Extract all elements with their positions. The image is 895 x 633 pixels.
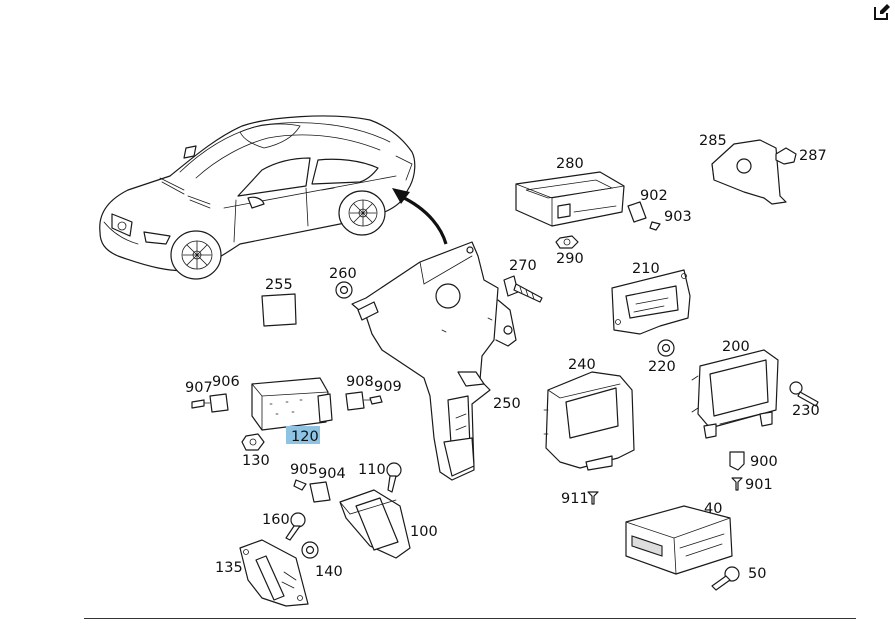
bottom-divider: [84, 618, 856, 619]
part-270[interactable]: [503, 275, 543, 303]
part-140[interactable]: [301, 541, 319, 559]
label-200[interactable]: 200: [722, 339, 750, 355]
part-911[interactable]: [587, 491, 599, 505]
label-160[interactable]: 160: [262, 512, 290, 528]
location-arrow: [392, 188, 448, 245]
label-290[interactable]: 290: [556, 251, 584, 267]
part-909[interactable]: [363, 395, 383, 405]
part-280[interactable]: [515, 171, 625, 227]
part-240[interactable]: [543, 371, 635, 471]
label-130[interactable]: 130: [242, 453, 270, 469]
label-906[interactable]: 906: [212, 374, 240, 390]
part-906[interactable]: [209, 393, 229, 413]
label-120[interactable]: 120: [291, 429, 319, 445]
part-900[interactable]: [729, 451, 745, 471]
part-230[interactable]: [789, 381, 819, 407]
part-labels: 255 260 270 280 285 287 902 903 290 210 …: [185, 133, 827, 582]
label-135[interactable]: 135: [215, 560, 243, 576]
label-110[interactable]: 110: [358, 462, 386, 478]
part-110[interactable]: [386, 462, 402, 493]
label-210[interactable]: 210: [632, 261, 660, 277]
label-907[interactable]: 907: [185, 380, 213, 396]
label-250[interactable]: 250: [493, 396, 521, 412]
part-210[interactable]: [611, 269, 691, 335]
label-140[interactable]: 140: [315, 564, 343, 580]
highlight-box: [286, 426, 320, 444]
label-270[interactable]: 270: [509, 258, 537, 274]
label-901[interactable]: 901: [745, 477, 773, 493]
label-230[interactable]: 230: [792, 403, 820, 419]
label-240[interactable]: 240: [568, 357, 596, 373]
label-220[interactable]: 220: [648, 359, 676, 375]
label-50[interactable]: 50: [748, 566, 766, 582]
part-907[interactable]: [191, 399, 211, 409]
part-903[interactable]: [649, 221, 661, 231]
part-250[interactable]: [351, 241, 517, 481]
label-287[interactable]: 287: [799, 148, 827, 164]
part-100[interactable]: [339, 489, 411, 559]
label-900[interactable]: 900: [750, 454, 778, 470]
label-905[interactable]: 905: [290, 462, 318, 478]
part-287[interactable]: [775, 147, 797, 165]
part-290[interactable]: [555, 235, 579, 249]
label-909[interactable]: 909: [374, 379, 402, 395]
part-285[interactable]: [711, 139, 787, 205]
label-904[interactable]: 904: [318, 466, 346, 482]
part-902[interactable]: [627, 201, 647, 223]
part-220[interactable]: [657, 339, 675, 357]
part-200[interactable]: [691, 349, 779, 439]
label-260[interactable]: 260: [329, 266, 357, 282]
part-255[interactable]: [261, 293, 297, 327]
part-905[interactable]: [293, 479, 307, 491]
label-911[interactable]: 911: [561, 491, 589, 507]
label-903[interactable]: 903: [664, 209, 692, 225]
part-40[interactable]: [625, 505, 733, 575]
part-130[interactable]: [241, 433, 265, 451]
label-255[interactable]: 255: [265, 277, 293, 293]
label-902[interactable]: 902: [640, 188, 668, 204]
vehicle-illustration: [99, 115, 416, 280]
part-135[interactable]: [239, 539, 309, 607]
part-120[interactable]: [251, 377, 333, 431]
label-285[interactable]: 285: [699, 133, 727, 149]
part-908[interactable]: [345, 391, 365, 411]
label-908[interactable]: 908: [346, 374, 374, 390]
part-901[interactable]: [731, 477, 743, 491]
part-260[interactable]: [335, 281, 353, 299]
edit-icon: [874, 4, 890, 20]
part-50[interactable]: [711, 566, 740, 591]
label-280[interactable]: 280: [556, 156, 584, 172]
part-160[interactable]: [285, 512, 306, 541]
part-904[interactable]: [309, 481, 331, 503]
label-40[interactable]: 40: [704, 501, 722, 517]
label-100[interactable]: 100: [410, 524, 438, 540]
edit-button[interactable]: [872, 2, 892, 22]
